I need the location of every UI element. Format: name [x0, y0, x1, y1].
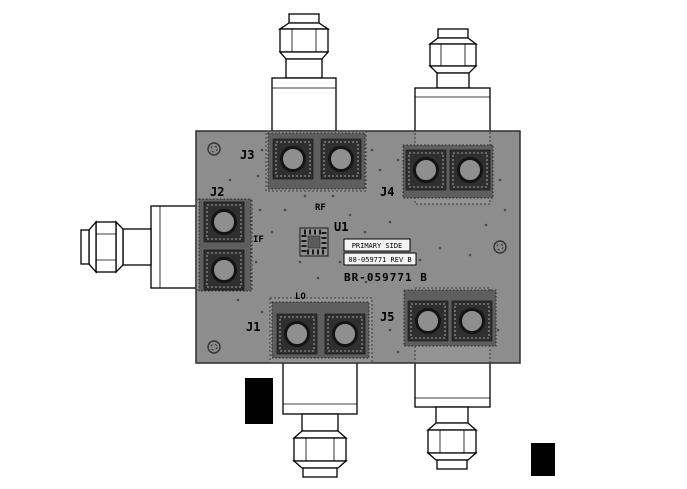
via-dots	[228, 148, 507, 354]
ref-label-j2: J2	[210, 185, 224, 199]
connector-flange	[414, 87, 491, 132]
connector-nut	[95, 221, 117, 273]
connector-flange	[282, 362, 358, 415]
pad-hole	[328, 146, 354, 172]
chip-pins	[301, 229, 327, 255]
connector-nut	[293, 437, 347, 462]
label-box	[343, 252, 417, 266]
ref-label-j4: J4	[380, 185, 394, 199]
signal-label-lo: LO	[295, 292, 306, 302]
mounting-hole-mark	[210, 145, 218, 153]
connector-flange	[271, 77, 337, 132]
pad-hole	[284, 321, 310, 347]
pad-inset	[206, 204, 242, 240]
sma-connector-rf	[271, 13, 337, 132]
connector-taper	[115, 220, 124, 274]
mounting-hole-mark	[496, 243, 504, 251]
connector-taper	[88, 220, 97, 274]
connector-tip	[302, 467, 338, 478]
assembly-rev-label: 08-059771 REV B	[343, 252, 417, 266]
pad-hole	[332, 321, 358, 347]
mounting-hole	[207, 340, 221, 354]
label-box	[343, 238, 411, 252]
sma-connector-if	[80, 205, 197, 289]
assembly-rev-text: 08-059771 REV B	[348, 256, 411, 264]
sma-connector-j4-port	[414, 28, 491, 132]
ref-label-j5: J5	[380, 310, 394, 324]
connector-taper	[278, 51, 330, 60]
connector-taper	[292, 430, 348, 439]
sma-connector-lo	[282, 362, 358, 478]
connector-pads-j4	[402, 144, 494, 199]
pad-inset	[410, 303, 446, 339]
connector-taper	[426, 452, 478, 461]
pad-inset	[279, 316, 315, 352]
connector-barrel	[122, 228, 152, 266]
pad-inset	[408, 152, 444, 188]
connector-pads-j5	[403, 289, 497, 347]
ref-label-u1: U1	[334, 220, 348, 234]
primary-side-label: PRIMARY SIDE	[343, 238, 411, 252]
u1-chip	[299, 227, 329, 257]
connector-flange	[150, 205, 197, 289]
connector-nut	[427, 429, 477, 454]
pad-hole	[211, 257, 237, 283]
chip-core	[307, 235, 321, 249]
connector-nut	[279, 28, 329, 53]
connector-flange	[414, 362, 491, 408]
pad-inset	[327, 316, 363, 352]
connector-taper	[428, 37, 478, 45]
pad-hole	[211, 209, 237, 235]
connector-barrel	[285, 58, 323, 79]
connector-barrel	[301, 413, 339, 432]
connector-tip	[437, 28, 469, 39]
mounting-holes	[207, 142, 507, 354]
pad-hole	[457, 157, 483, 183]
connector-nut	[429, 43, 477, 67]
connector-tip	[436, 459, 468, 470]
pad-inset	[323, 141, 359, 177]
pad-inset	[454, 303, 490, 339]
pad-inset	[275, 141, 311, 177]
pad-hole	[280, 146, 306, 172]
pad-hole	[415, 308, 441, 334]
signal-label-rf: RF	[315, 203, 326, 213]
connector-pads-j2	[198, 198, 252, 292]
connector-tip	[80, 229, 90, 265]
black-marker-1	[245, 378, 273, 424]
pad-hole	[459, 308, 485, 334]
connector-taper	[277, 22, 331, 30]
ref-label-j1: J1	[246, 320, 260, 334]
connector-taper	[426, 422, 478, 431]
mounting-hole	[207, 142, 221, 156]
pad-inset	[452, 152, 488, 188]
board-id-text: BR-059771 B	[344, 271, 428, 284]
primary-side-text: PRIMARY SIDE	[352, 242, 403, 250]
pad-hole	[413, 157, 439, 183]
mounting-hole-mark	[210, 343, 218, 351]
connector-taper	[292, 460, 348, 469]
connector-barrel	[435, 406, 469, 424]
connector-barrel	[436, 72, 470, 89]
mounting-hole	[493, 240, 507, 254]
connector-taper	[428, 65, 478, 74]
ref-label-j3: J3	[240, 148, 254, 162]
connector-pads-j3	[267, 132, 366, 190]
black-marker-2	[531, 443, 555, 476]
connector-pads-j1	[271, 301, 370, 359]
solder-pad	[203, 249, 245, 291]
pad-inset	[206, 252, 242, 288]
sma-connector-j5-port	[414, 362, 491, 470]
signal-label-if: IF	[253, 235, 264, 245]
connector-tip	[288, 13, 320, 24]
